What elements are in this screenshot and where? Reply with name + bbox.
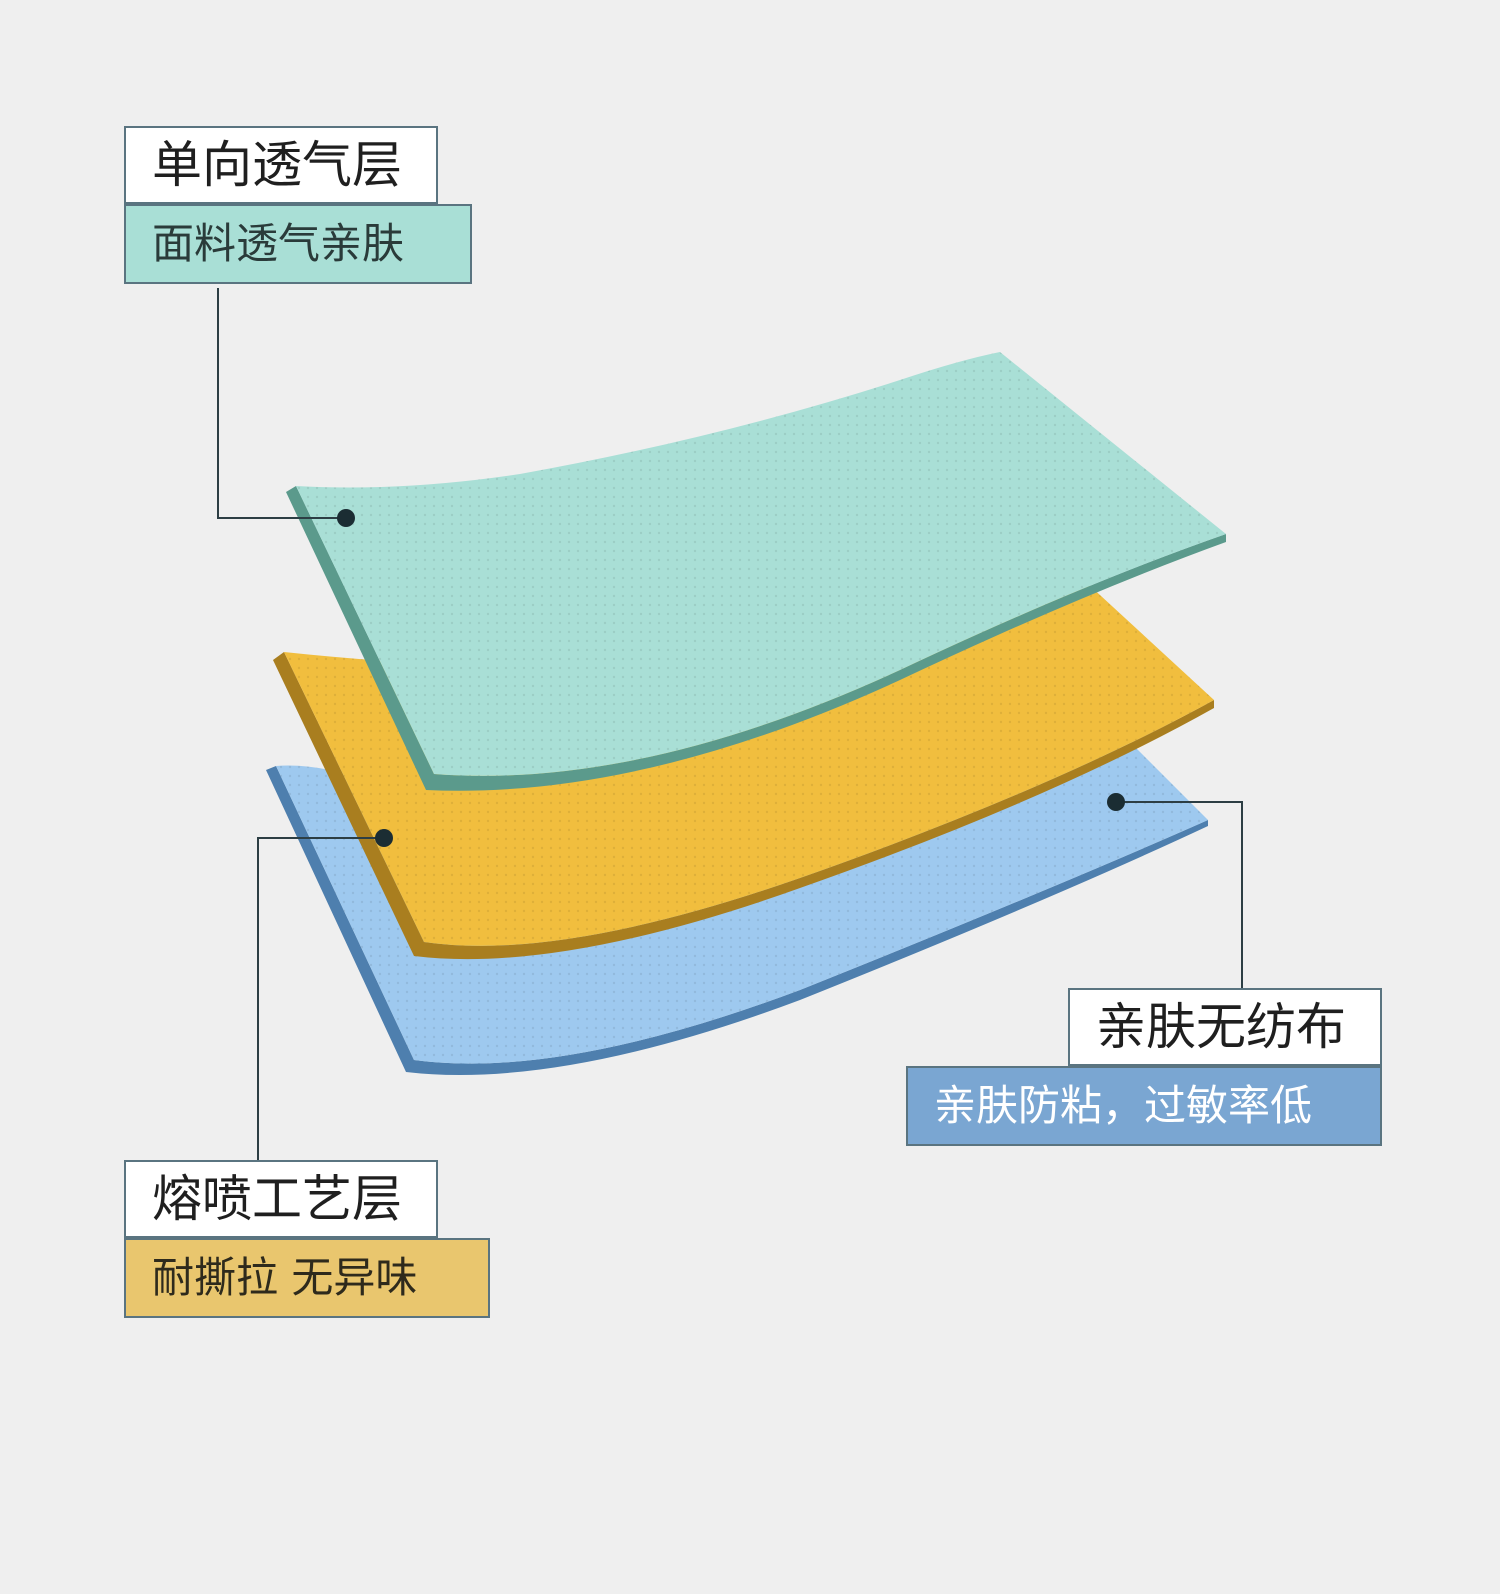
middle-leader-line xyxy=(257,837,384,1160)
bottom-layer-title: 亲肤无纺布 xyxy=(1068,988,1382,1066)
top-layer-marker-dot xyxy=(337,509,355,527)
top-layer-title: 单向透气层 xyxy=(124,126,438,204)
bottom-layer-subtitle: 亲肤防粘，过敏率低 xyxy=(906,1066,1382,1146)
middle-layer-edge xyxy=(273,652,1214,960)
bottom-leader-line xyxy=(1116,801,1243,988)
top-layer-sheet xyxy=(286,352,1226,791)
top-layer-subtitle: 面料透气亲肤 xyxy=(124,204,472,284)
bottom-layer-marker-dot xyxy=(1107,793,1125,811)
top-layer-edge xyxy=(286,486,1226,791)
top-leader-line xyxy=(217,288,346,519)
middle-layer-title: 熔喷工艺层 xyxy=(124,1160,438,1238)
bottom-layer-edge xyxy=(266,766,1208,1075)
middle-layer-subtitle: 耐撕拉 无异味 xyxy=(124,1238,490,1318)
top-layer-texture xyxy=(296,352,1226,776)
middle-layer-marker-dot xyxy=(375,829,393,847)
